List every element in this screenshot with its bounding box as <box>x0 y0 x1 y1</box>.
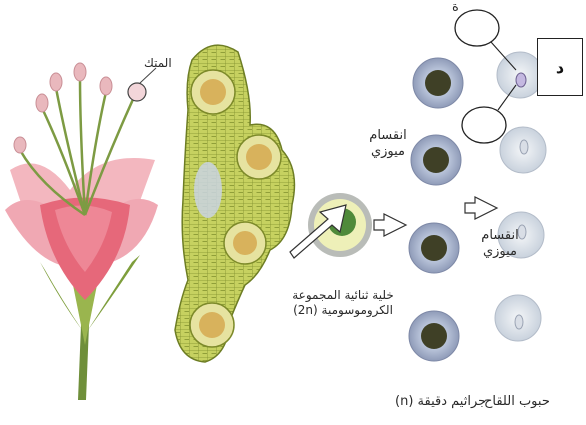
label-pollen-grains: حبوب اللقاح <box>484 394 550 410</box>
pollen-grain <box>500 127 546 173</box>
microspores-column <box>409 58 463 361</box>
pollen-grain <box>495 295 541 341</box>
microspore <box>411 135 461 185</box>
anther-cross-section <box>175 45 294 362</box>
meiosis-arrow-1 <box>374 214 406 236</box>
flower <box>5 63 158 400</box>
label-diploid-cell-line1: خلية ثنائية المجموعة <box>287 288 399 303</box>
label-top-cut: ة <box>452 0 459 16</box>
label-meiosis-2: انقسام ميوزي <box>480 228 520 261</box>
pollen-sac-2 <box>237 135 281 179</box>
meiosis-arrow-2 <box>465 197 497 219</box>
anther-highlight-circle <box>128 83 146 101</box>
label-meiosis-1: انقسام ميوزي <box>368 128 408 161</box>
label-meiosis-2-line2: ميوزي <box>480 244 520 260</box>
diploid-cell <box>290 193 372 258</box>
label-anther: المتك <box>144 56 172 71</box>
label-meiosis-1-line2: ميوزي <box>368 144 408 160</box>
microspore <box>413 58 463 108</box>
label-meiosis-1-line1: انقسام <box>368 128 408 144</box>
pollen-sac-1 <box>191 70 235 114</box>
pollen-sac-3 <box>224 222 266 264</box>
answer-box: د <box>537 38 583 96</box>
microspore <box>409 223 459 273</box>
callout-circle-bottom <box>462 107 506 143</box>
vascular-region <box>194 162 222 218</box>
label-diploid-cell-line2: الكروموسومية (2n) <box>287 303 399 318</box>
pollen-sac-4 <box>190 303 234 347</box>
label-diploid-cell: خلية ثنائية المجموعة الكروموسومية (2n) <box>287 288 399 318</box>
label-meiosis-2-line1: انقسام <box>480 228 520 244</box>
callout-circle-top <box>455 10 499 46</box>
label-microspores: جراثيم دقيقة (n) <box>395 394 486 410</box>
microspore <box>409 311 459 361</box>
